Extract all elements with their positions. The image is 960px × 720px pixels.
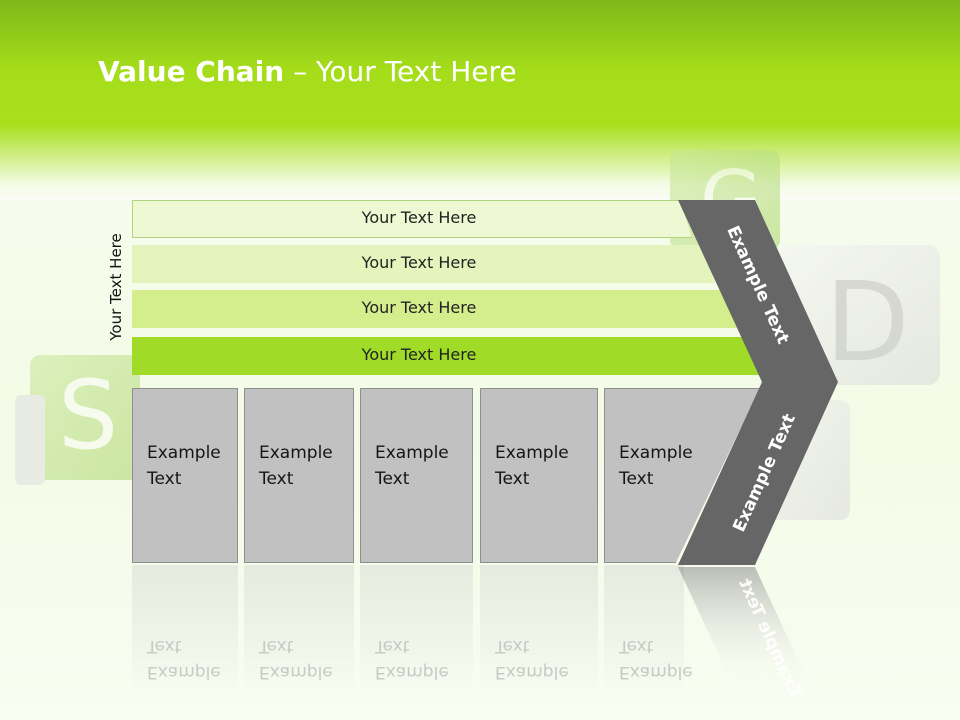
box-5-reflection: Example Text — [604, 565, 693, 695]
box-5-line2: Text — [619, 469, 654, 489]
box-3-reflection: Example Text — [360, 565, 473, 695]
box-1-reflection: Example Text — [132, 565, 238, 695]
box-4-line2: Text — [495, 469, 530, 489]
title-rest: – Your Text Here — [284, 55, 517, 88]
box-2-line2: Text — [259, 469, 294, 489]
box-1-line1: Example — [147, 443, 221, 463]
box-3-line2: Text — [375, 469, 410, 489]
title-bold: Value Chain — [98, 55, 285, 88]
bar-row-4: Your Text Here — [132, 337, 762, 375]
box-4-reflection-line2: Text — [495, 636, 530, 656]
box-2-reflection-line2: Text — [259, 636, 294, 656]
box-2-reflection: Example Text — [244, 565, 354, 695]
box-4-reflection-line1: Example — [495, 662, 569, 682]
box-1-reflection-line1: Example — [147, 662, 221, 682]
box-5-reflection-line1: Example — [619, 662, 693, 682]
box-3-reflection-line1: Example — [375, 662, 449, 682]
svg-text:D: D — [825, 258, 910, 386]
box-1-line2: Text — [147, 469, 182, 489]
box-2-reflection-line1: Example — [259, 662, 333, 682]
bar-2-text: Your Text Here — [361, 253, 477, 272]
bar-row-1: Your Text Here — [132, 200, 692, 238]
bar-row-2: Your Text Here — [132, 245, 715, 283]
box-5-reflection-line2: Text — [619, 636, 654, 656]
page-title: Value Chain – Your Text Here — [98, 55, 517, 88]
bar-3-text: Your Text Here — [361, 298, 477, 317]
bar-4-text: Your Text Here — [361, 345, 477, 364]
header-band — [0, 0, 960, 200]
svg-text:S: S — [58, 361, 118, 471]
box-5-line1: Example — [619, 443, 693, 463]
bar-row-3: Your Text Here — [132, 290, 738, 328]
box-2-line1: Example — [259, 443, 333, 463]
box-4-reflection: Example Text — [480, 565, 598, 695]
box-4-line1: Example — [495, 443, 569, 463]
box-3-reflection-line2: Text — [375, 636, 410, 656]
vertical-side-label: Your Text Here — [107, 233, 125, 341]
box-1-reflection-line2: Text — [147, 636, 182, 656]
box-3-line1: Example — [375, 443, 449, 463]
bar-1-text: Your Text Here — [361, 208, 477, 227]
